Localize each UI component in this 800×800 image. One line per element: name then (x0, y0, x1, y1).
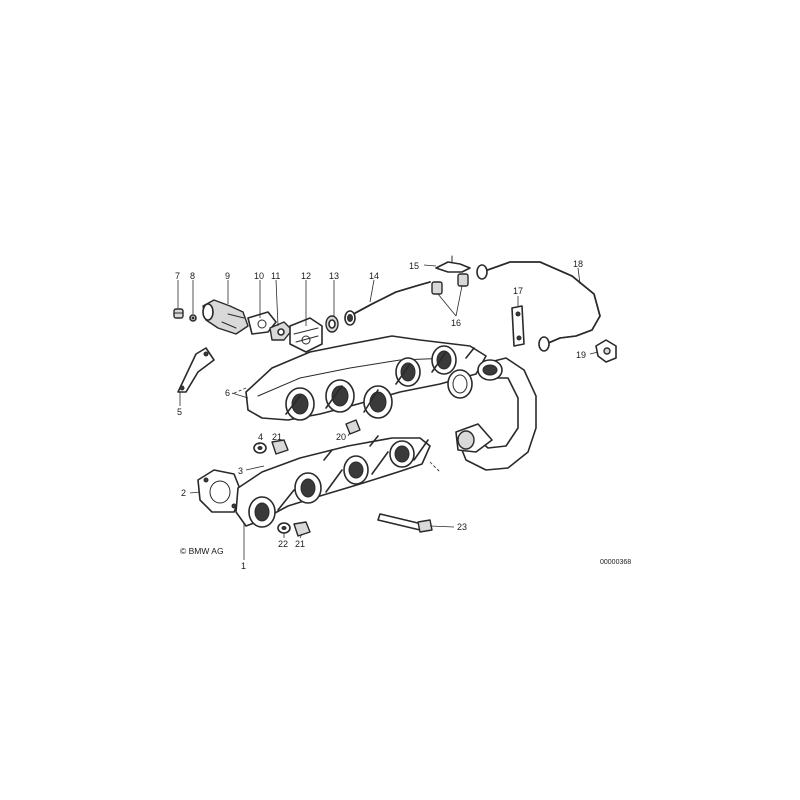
part-17-bracket-plate[interactable] (511, 305, 525, 347)
callout-8: 8 (190, 271, 195, 281)
part-18-bent-pipe[interactable] (476, 261, 601, 352)
part-6-front-manifold[interactable] (245, 335, 487, 421)
part-4-washer[interactable] (253, 442, 267, 454)
callout-20: 20 (336, 432, 346, 442)
reference-code: 00000368 (600, 559, 631, 566)
part-21-nut-upper[interactable] (271, 439, 289, 455)
callout-17: 17 (513, 286, 523, 296)
callout-13: 13 (329, 271, 339, 281)
part-down-pipe[interactable] (455, 357, 537, 471)
part-13-hose-clamp[interactable] (325, 315, 339, 333)
part-8-washer[interactable] (189, 314, 197, 322)
assembly-guide-lines (231, 387, 441, 473)
callout-19: 19 (576, 350, 586, 360)
copyright-label: © BMW AG (180, 546, 224, 556)
callout-10: 10 (254, 271, 264, 281)
part-7-nut[interactable] (173, 308, 184, 319)
part-5-support-bracket[interactable] (177, 347, 215, 393)
callout-21-upper: 21 (272, 432, 282, 442)
callout-14: 14 (369, 271, 379, 281)
callout-18: 18 (573, 259, 583, 269)
part-22-washer[interactable] (277, 522, 291, 534)
callout-9: 9 (225, 271, 230, 281)
part-21-nut-lower[interactable] (293, 521, 311, 537)
part-15-holder[interactable] (435, 255, 471, 273)
part-16-clamp-pair[interactable] (431, 273, 469, 295)
part-19-clip[interactable] (595, 339, 617, 363)
part-23-strap[interactable] (377, 513, 433, 533)
callout-16: 16 (451, 318, 461, 328)
part-1-rear-manifold[interactable] (235, 435, 431, 528)
part-12-check-valve[interactable] (289, 317, 323, 353)
part-11-gasket[interactable] (269, 321, 293, 341)
callout-4: 4 (258, 432, 263, 442)
callout-23: 23 (457, 522, 467, 532)
callout-labels: 7 8 9 10 11 12 13 14 15 16 17 18 19 5 6 … (175, 259, 586, 571)
part-14-air-pipe[interactable] (344, 281, 431, 326)
callout-5: 5 (177, 407, 182, 417)
callout-7: 7 (175, 271, 180, 281)
part-9-air-valve[interactable] (202, 299, 249, 335)
callout-1: 1 (241, 561, 246, 571)
callout-3: 3 (238, 466, 243, 476)
part-2-gasket[interactable] (197, 469, 243, 513)
callout-21-lower: 21 (295, 539, 305, 549)
callout-22: 22 (278, 539, 288, 549)
part-flange-gasket[interactable] (447, 369, 473, 399)
leader-lines (177, 264, 599, 560)
callout-6: 6 (225, 388, 230, 398)
callout-12: 12 (301, 271, 311, 281)
callout-11: 11 (271, 271, 280, 281)
part-20-stud[interactable] (345, 419, 361, 435)
callout-15: 15 (409, 261, 419, 271)
callout-2: 2 (181, 488, 186, 498)
